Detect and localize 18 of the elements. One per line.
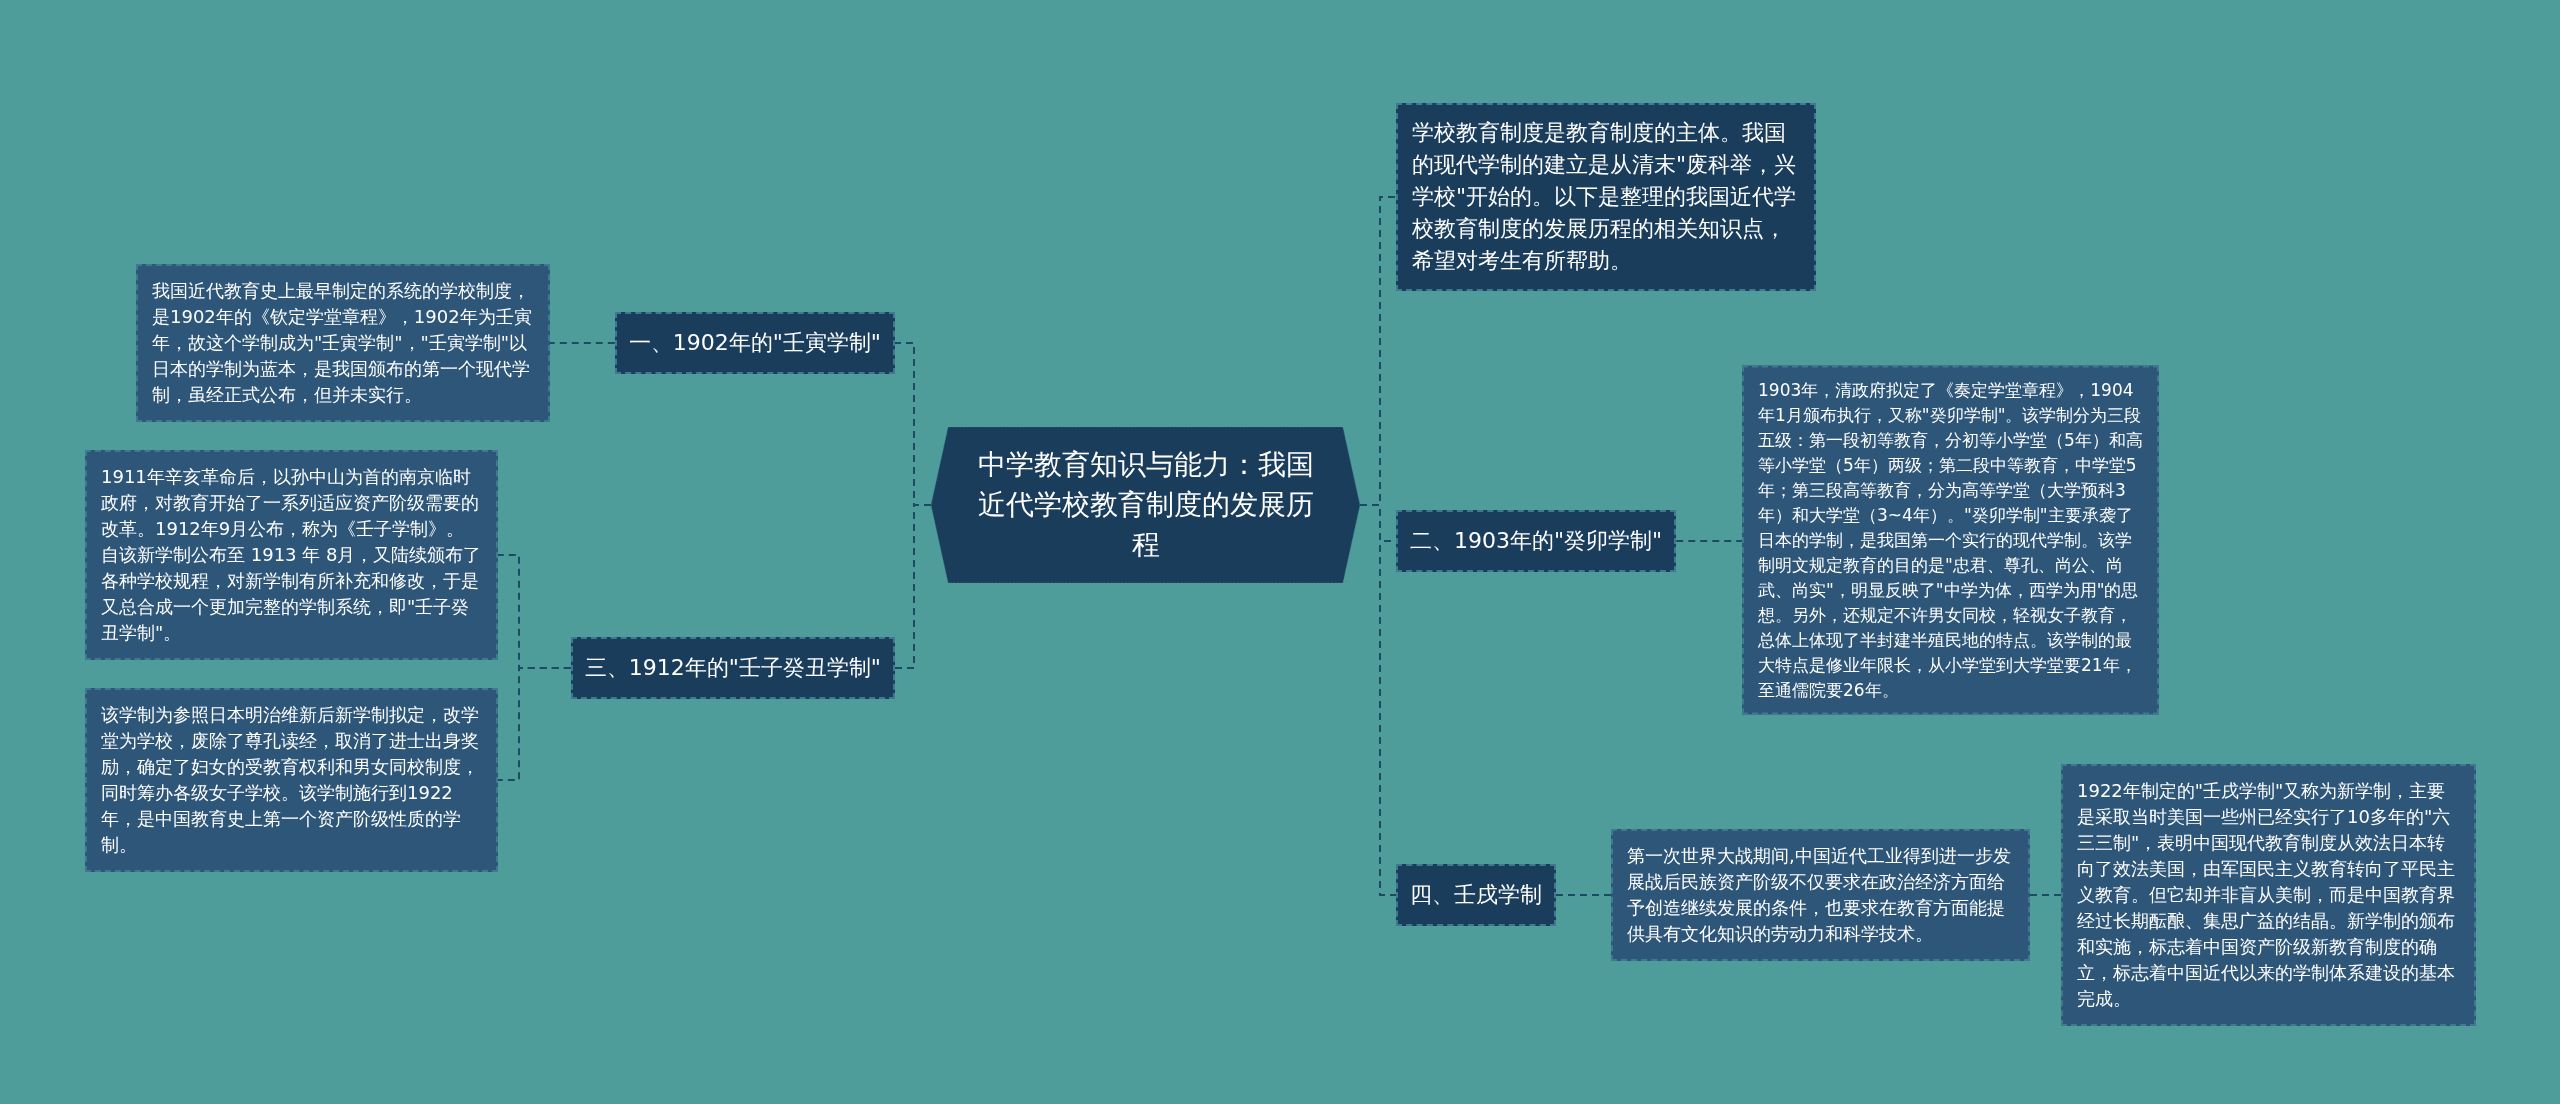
branch-topic: 三、1912年的"壬子癸丑学制" <box>570 637 895 699</box>
branch-topic: 二、1903年的"癸卯学制" <box>1396 510 1677 572</box>
connector-line <box>2029 894 2062 896</box>
connector-line <box>894 504 932 669</box>
note-box: 1911年辛亥革命后，以孙中山为首的南京临时政府，对教育开始了一系列适应资产阶级需要的改革。1912年9月公布，称为《壬子学制》。自该新学制公布至 1913 年 8月，又陆续颁布了各种学校规程，对新学制有所补充和修改，于是又总合成一个更加完整的学制系统，即"壬子癸丑学制"。 <box>85 450 498 660</box>
branch-topic: 一、1902年的"壬寅学制" <box>614 312 895 374</box>
note-box: 1903年，清政府拟定了《奏定学堂章程》，1904年1月颁布执行，又称"癸卯学制"。该学制分为三段五级：第一段初等教育，分初等小学堂（5年）和高等小学堂（5年）两级；第二段中等教育，中学堂5年；第三段高等教育，分为高等学堂（大学预科3年）和大学堂（3~4年）。"癸卯学制"主要承袭了日本的学制，是我国第一个实行的现代学制。该学制明文规定教育的目的是"忠君、尊孔、尚公、尚武、尚实"，明显反映了"中学为体，西学为用"的思想。另外，还规定不许男女同校，轻视女子教育，总体上体现了半封建半殖民地的特点。该学制的最大特点是修业年限长，从小学堂到大学堂要21年，至通儒院要26年。 <box>1742 365 2159 715</box>
note-box: 1922年制定的"壬戌学制"又称为新学制，主要是采取当时美国一些州已经实行了10多年的"六三三制"，表明中国现代教育制度从效法日本转向了效法美国，由军国民主义教育转向了平民主义教育。但它却并非盲从美制，而是中国教育界经过长期酝酿、集思广益的结晶。新学制的颁布和实施，标志着中国资产阶级新教育制度的确立，标志着中国近代以来的学制体系建设的基本完成。 <box>2061 764 2476 1026</box>
connector-line <box>549 342 616 344</box>
connector-line <box>1555 894 1612 896</box>
note-box: 该学制为参照日本明治维新后新学制拟定，改学堂为学校，废除了尊孔读经，取消了进士出身奖励，确定了妇女的受教育权利和男女同校制度，同时筹办各级女子学校。该学制施行到1922年，是中国教育史上第一个资产阶级性质的学制。 <box>85 688 498 872</box>
note-box: 我国近代教育史上最早制定的系统的学校制度，是1902年的《钦定学堂章程》，1902年为壬寅年，故这个学制成为"壬寅学制"，"壬寅学制"以日本的学制为蓝本，是我国颁布的第一个现代学制，虽经正式公布，但并未实行。 <box>136 264 550 422</box>
central-topic: 中学教育知识与能力：我国近代学校教育制度的发展历程 <box>931 427 1360 583</box>
connector-line <box>497 667 572 781</box>
branch-topic: 四、壬戌学制 <box>1396 864 1556 926</box>
connector-line <box>1675 540 1743 542</box>
note-box: 第一次世界大战期间,中国近代工业得到进一步发展战后民族资产阶级不仅要求在政治经济方面给予创造继续发展的条件，也要求在教育方面能提供具有文化知识的劳动力和科学技术。 <box>1611 829 2030 961</box>
intro-box: 学校教育制度是教育制度的主体。我国的现代学制的建立是从清末"废科举，兴学校"开始的。以下是整理的我国近代学校教育制度的发展历程的相关知识点，希望对考生有所帮助。 <box>1396 103 1816 291</box>
